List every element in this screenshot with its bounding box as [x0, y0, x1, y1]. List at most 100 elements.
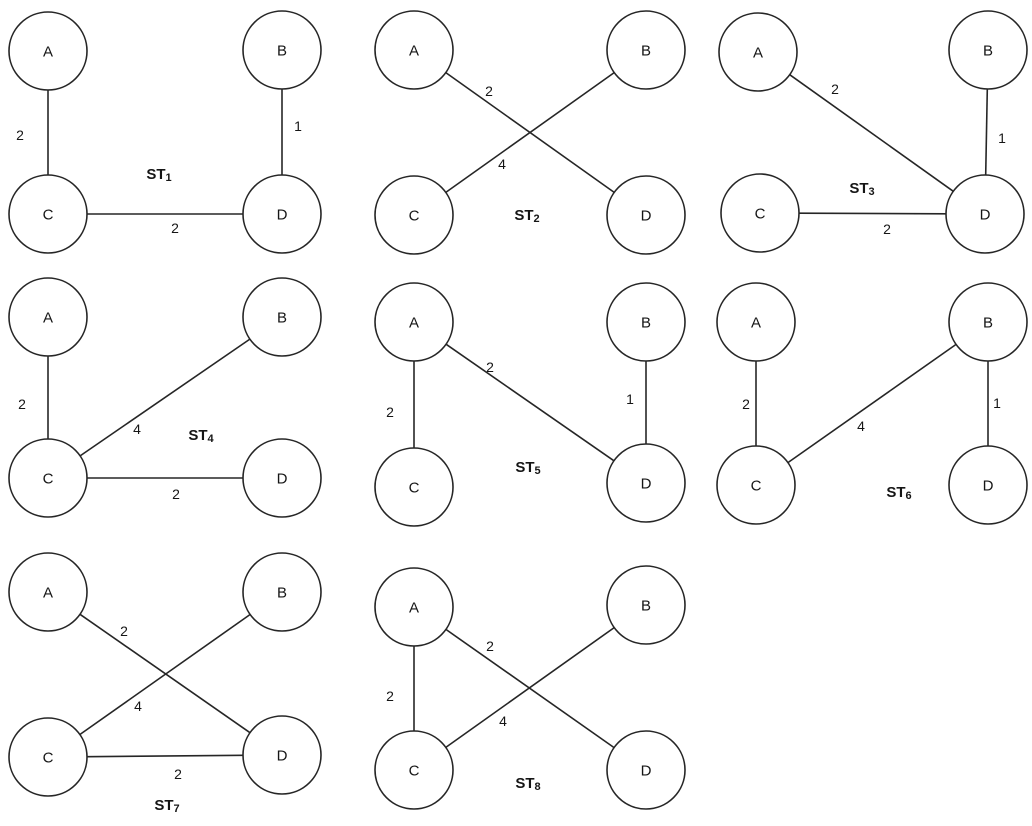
node-st1-d: D: [242, 174, 322, 254]
node-label: A: [753, 45, 763, 62]
graph-label-st3: ST3: [849, 180, 874, 199]
node-st3-a: A: [718, 12, 798, 92]
edge-st3-a-d: [789, 74, 954, 192]
graph-st3: 2 1 2 A B C D ST3: [718, 10, 1028, 254]
edge-weight-a-c: 2: [16, 127, 24, 143]
node-label: B: [277, 310, 287, 327]
edge-st6-b-c: [787, 343, 957, 464]
edge-st7-a-d: [79, 613, 251, 734]
node-st1-a: A: [8, 11, 88, 91]
node-circle: [242, 10, 322, 90]
node-circle: [718, 12, 798, 92]
edge-weight-a-c: 2: [386, 688, 394, 704]
edge-st2-b-c: [445, 71, 615, 194]
node-label: C: [755, 206, 766, 223]
edge-st3-b-d: [984, 88, 989, 176]
node-circle: [948, 10, 1028, 90]
node-label: C: [751, 478, 762, 495]
edge-weight-a-d: 2: [120, 623, 128, 639]
node-label: C: [409, 208, 420, 225]
node-st3-d: D: [945, 174, 1025, 254]
edge-weight-a-c: 2: [18, 396, 26, 412]
node-st4-b: B: [242, 277, 322, 357]
node-label: A: [43, 585, 53, 602]
edge-st8-a-d: [445, 628, 615, 749]
node-st2-c: C: [374, 175, 454, 255]
node-circle: [945, 174, 1025, 254]
node-st4-c: C: [8, 438, 88, 518]
node-st8-d: D: [606, 730, 686, 810]
edge-weight-a-d: 2: [486, 359, 494, 375]
node-label: A: [43, 310, 53, 327]
node-label: C: [409, 480, 420, 497]
edge-weight-b-c: 4: [857, 418, 865, 434]
node-label: D: [641, 763, 652, 780]
edge-weight-b-c: 4: [498, 156, 506, 172]
node-label: A: [409, 315, 419, 332]
node-circle: [606, 282, 686, 362]
node-label: D: [983, 478, 994, 495]
graph-label-st7: ST7: [154, 797, 179, 816]
edge-weight-c-d: 2: [883, 221, 891, 237]
edge-st7-c-d: [86, 754, 244, 758]
node-circle: [374, 567, 454, 647]
node-st3-c: C: [720, 173, 800, 253]
graph-label-st2: ST2: [514, 207, 539, 226]
node-circle: [374, 282, 454, 362]
node-circle: [8, 552, 88, 632]
node-label: B: [641, 315, 651, 332]
node-circle: [606, 443, 686, 523]
graph-st2: 2 4 A B C D ST2: [374, 10, 686, 255]
node-circle: [720, 173, 800, 253]
node-st3-b: B: [948, 10, 1028, 90]
edge-weight-b-d: 1: [294, 118, 302, 134]
node-label: D: [277, 748, 288, 765]
edge-weight-a-c: 2: [742, 396, 750, 412]
edge-weight-b-d: 1: [626, 391, 634, 407]
node-label: B: [641, 43, 651, 60]
node-st5-d: D: [606, 443, 686, 523]
node-label: D: [980, 207, 991, 224]
edge-weight-a-d: 2: [485, 83, 493, 99]
graph-label-st5: ST5: [515, 459, 540, 478]
node-label: A: [751, 315, 761, 332]
edge-weight-b-d: 1: [998, 130, 1006, 146]
node-st1-c: C: [8, 174, 88, 254]
node-circle: [606, 565, 686, 645]
node-label: A: [409, 600, 419, 617]
edge-weight-b-c: 4: [499, 713, 507, 729]
node-st6-c: C: [716, 445, 796, 525]
node-label: B: [983, 315, 993, 332]
node-circle: [948, 445, 1028, 525]
node-circle: [606, 175, 686, 255]
node-label: D: [277, 471, 288, 488]
node-label: C: [43, 750, 54, 767]
node-circle: [374, 10, 454, 90]
node-label: C: [43, 207, 54, 224]
node-st6-b: B: [948, 282, 1028, 362]
node-label: D: [277, 207, 288, 224]
edge-weight-c-d: 2: [171, 220, 179, 236]
node-circle: [8, 174, 88, 254]
node-circle: [8, 438, 88, 518]
edge-weight-c-d: 2: [174, 766, 182, 782]
edge-weight-b-d: 1: [993, 395, 1001, 411]
node-label: B: [641, 598, 651, 615]
node-circle: [8, 717, 88, 797]
edge-st4-b-c: [79, 338, 251, 457]
node-circle: [242, 552, 322, 632]
node-st7-c: C: [8, 717, 88, 797]
edge-st8-b-c: [445, 626, 615, 749]
node-circle: [242, 174, 322, 254]
graph-label-st6: ST6: [886, 484, 911, 503]
node-st2-d: D: [606, 175, 686, 255]
node-label: C: [43, 471, 54, 488]
node-circle: [8, 11, 88, 91]
node-st7-a: A: [8, 552, 88, 632]
edge-weight-a-d: 2: [831, 81, 839, 97]
node-label: A: [409, 43, 419, 60]
